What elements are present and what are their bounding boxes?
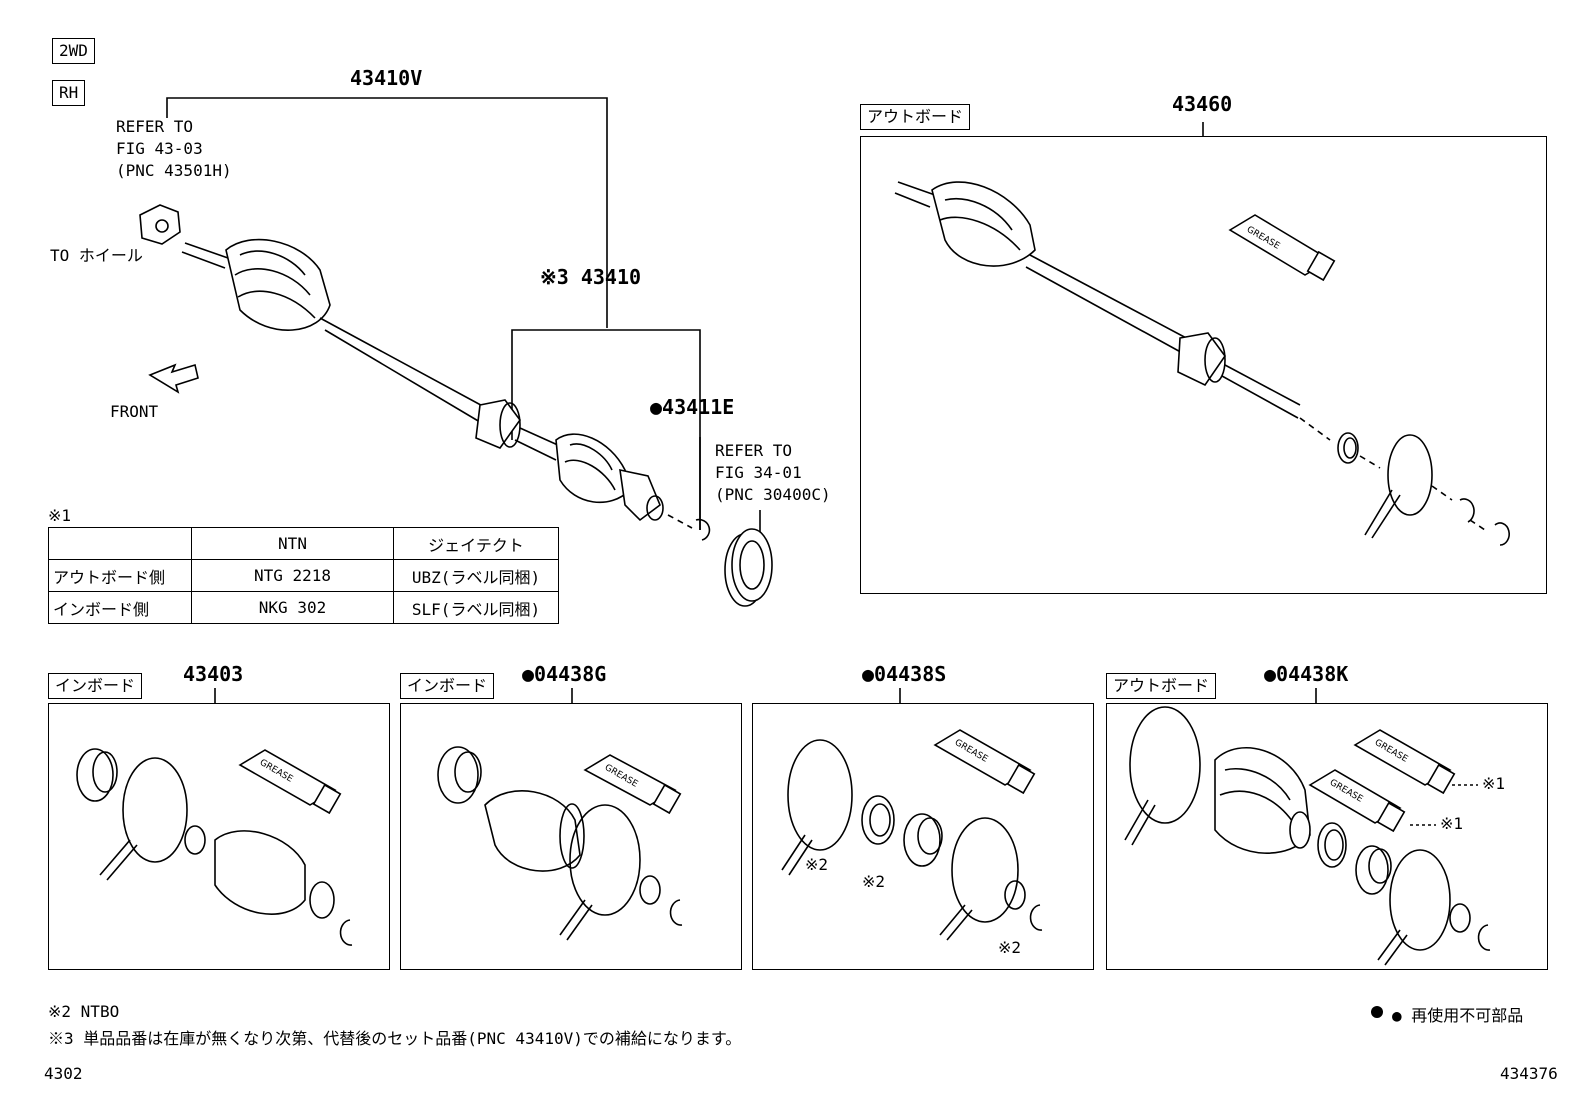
outboard-set-tag: アウトボード [860, 104, 971, 130]
kit-frame-04438G [400, 703, 742, 970]
legend-text: ● 再使用不可部品 [1392, 1006, 1524, 1025]
drive-shaft-outboard-set [894, 181, 1510, 546]
note2-marker: ※2 [862, 872, 886, 891]
table-cell: アウトボード側 [48, 559, 192, 592]
kit-part-number: ●04438S [862, 662, 947, 686]
note1-marker: ※1 [1440, 814, 1464, 833]
drive-shaft-main [139, 204, 773, 607]
snap-ring-part-number: ●43411E [650, 395, 735, 419]
table-cell: NTN [191, 527, 394, 560]
table-cell: NKG 302 [191, 591, 394, 624]
table-row: インボード側 NKG 302 SLF(ラベル同梱) [48, 591, 559, 624]
note1-marker: ※1 [1482, 774, 1506, 793]
kit-tag-inboard: インボード [48, 673, 143, 699]
table-cell: UBZ(ラベル同梱) [393, 559, 559, 592]
kit-frame-04438K [1106, 703, 1548, 970]
outboard-set-frame [860, 136, 1547, 594]
figure-id: 434376 [1500, 1064, 1558, 1083]
outboard-set-part-number: 43460 [1172, 92, 1233, 116]
refer-to-hub: REFER TO FIG 43-03 (PNC 43501H) [116, 117, 232, 180]
note2-marker: ※2 [805, 855, 829, 874]
kit-04438S-parts [781, 729, 1043, 941]
page-code: 4302 [44, 1064, 83, 1083]
kit-04438G-parts [437, 746, 683, 941]
footnote-3: ※3 単品品番は在庫が無くなり次第、代替後のセット品番(PNC 43410V)で… [48, 1029, 742, 1048]
kit-04438K-parts [1124, 706, 1491, 966]
kit-part-number: ●04438K [1264, 662, 1349, 686]
footnote-2: ※2 NTBO [48, 1002, 120, 1021]
note2-marker: ※2 [998, 938, 1022, 957]
kit-tag-outboard: アウトボード [1106, 673, 1217, 699]
shaft-part-number: ※3 43410 [540, 265, 642, 289]
wheel-label: TO ホイール [50, 246, 143, 265]
table-row: アウトボード側 NTG 2218 UBZ(ラベル同梱) [48, 559, 559, 592]
kit-tag-inboard: インボード [400, 673, 495, 699]
table-cell: インボード側 [48, 591, 192, 624]
note1-marker: ※1 [48, 506, 72, 525]
table-cell: NTG 2218 [191, 559, 394, 592]
leader-lines-main [166, 97, 1317, 703]
note1-table: NTN ジェイテクト アウトボード側 NTG 2218 UBZ(ラベル同梱) イ… [48, 527, 559, 624]
drive-tag: 2WD [52, 38, 95, 64]
table-cell [48, 527, 192, 560]
kit-frame-43403 [48, 703, 390, 970]
kit-frame-04438S [752, 703, 1094, 970]
kit-part-number: 43403 [183, 662, 244, 686]
table-cell: SLF(ラベル同梱) [393, 591, 559, 624]
main-part-number: 43410V [350, 66, 423, 90]
kit-part-number: ●04438G [522, 662, 607, 686]
refer-to-bearing: REFER TO FIG 34-01 (PNC 30400C) [715, 441, 831, 504]
table-header-row: NTN ジェイテクト [48, 527, 559, 560]
kit-43403-parts [76, 748, 353, 946]
legend-dot [1371, 1006, 1383, 1018]
side-tag: RH [52, 80, 86, 106]
table-cell: ジェイテクト [393, 527, 559, 560]
front-label: FRONT [110, 402, 159, 421]
